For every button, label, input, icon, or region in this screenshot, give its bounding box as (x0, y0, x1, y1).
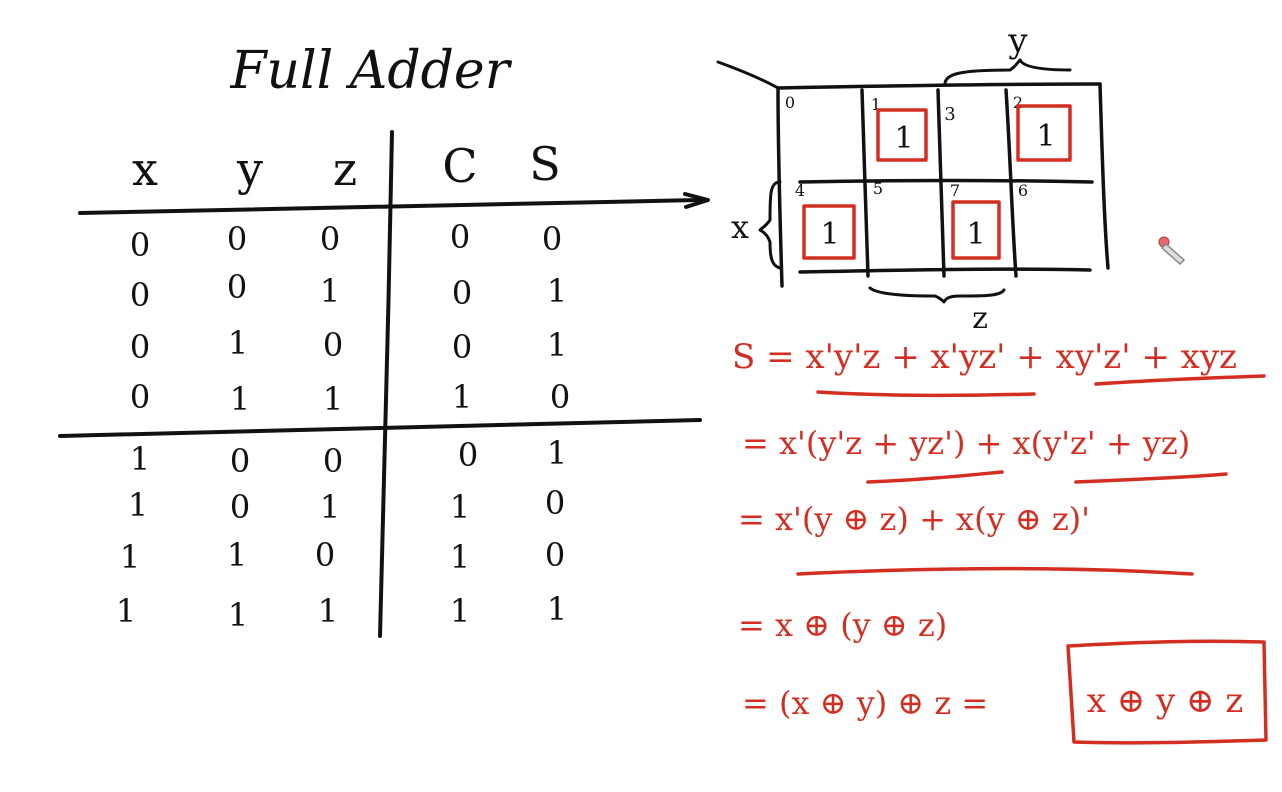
table-cell: 0 (230, 442, 250, 480)
table-cell: 0 (542, 220, 562, 258)
table-cell: 1 (320, 272, 340, 310)
table-cell: 1 (320, 488, 340, 526)
equation-line-5: = (x ⊕ y) ⊕ z = (742, 684, 988, 722)
equation-line-3: = x'(y ⊕ z) + x(y ⊕ z)' (738, 500, 1090, 538)
table-cell: 0 (320, 220, 340, 258)
header-x: x (132, 142, 158, 196)
equation-line-2: = x'(y'z + yz') + x(y'z' + yz) (742, 424, 1190, 462)
table-cell: 0 (452, 274, 472, 312)
kmap-index: 0 (785, 93, 795, 112)
kmap-label-z: z (972, 301, 988, 336)
header-y: y (236, 142, 263, 196)
kmap-index: 2 (1013, 93, 1023, 112)
table-cell: 1 (130, 440, 150, 478)
table-cell: 1 (450, 538, 470, 576)
truth-table-body: 0 0 0 0 0 0 0 1 0 1 0 1 0 0 1 0 1 1 1 0 … (116, 218, 570, 634)
table-cell: 0 (130, 276, 150, 314)
table-cell: 0 (550, 378, 570, 416)
table-cell: 1 (120, 538, 140, 576)
table-cell: 1 (547, 272, 567, 310)
table-cell: 0 (450, 218, 470, 256)
kmap-label-y: y (1007, 21, 1028, 61)
final-answer: x ⊕ y ⊕ z (1087, 681, 1244, 721)
kmap-cell-value: 1 (820, 217, 839, 252)
kmap: y x z 0 1 3 2 4 5 7 6 1 1 1 1 (716, 21, 1110, 336)
table-cell: 1 (228, 324, 248, 362)
table-cell: 1 (450, 592, 470, 630)
kmap-index: 1 (871, 95, 881, 114)
table-cell: 1 (547, 326, 567, 364)
kmap-index: 3 (944, 104, 955, 125)
equation-line-1: S = x'y'z + x'yz' + xy'z' + xyz (732, 337, 1237, 377)
kmap-index: 5 (873, 179, 883, 198)
table-cell: 1 (230, 380, 250, 418)
kmap-index: 6 (1018, 181, 1028, 200)
table-cell: 1 (450, 488, 470, 526)
table-cell: 1 (452, 378, 472, 416)
kmap-index: 7 (950, 181, 960, 200)
truth-table-grid (58, 130, 710, 638)
table-cell: 0 (458, 436, 478, 474)
table-cell: 1 (116, 592, 136, 630)
table-cell: 0 (323, 326, 343, 364)
header-s: S (529, 137, 561, 191)
table-cell: 0 (130, 378, 150, 416)
table-cell: 1 (323, 380, 343, 418)
table-cell: 1 (547, 590, 567, 628)
table-cell: 0 (323, 442, 343, 480)
table-cell: 0 (452, 328, 472, 366)
table-cell: 0 (227, 268, 247, 306)
truth-table-headers: x y z C S (132, 137, 561, 196)
table-cell: 1 (547, 434, 567, 472)
table-cell: 0 (130, 226, 150, 264)
kmap-cell-value: 1 (1036, 119, 1055, 154)
table-cell: 0 (545, 484, 565, 522)
pen-cursor-icon (1158, 236, 1186, 266)
kmap-label-x: x (731, 208, 749, 246)
header-z: z (333, 142, 357, 196)
table-cell: 1 (227, 536, 247, 574)
kmap-index: 4 (795, 181, 805, 200)
table-cell: 0 (227, 220, 247, 258)
table-cell: 1 (228, 596, 248, 634)
table-cell: 1 (128, 486, 148, 524)
page-title: Full Adder (229, 41, 512, 101)
table-cell: 0 (230, 488, 250, 526)
derivation: S = x'y'z + x'yz' + xy'z' + xyz = x'(y'z… (732, 337, 1268, 745)
table-cell: 0 (130, 328, 150, 366)
table-cell: 0 (315, 536, 335, 574)
table-cell: 1 (318, 592, 338, 630)
kmap-cell-value: 1 (894, 121, 913, 156)
table-cell: 0 (545, 536, 565, 574)
kmap-cell-value: 1 (966, 217, 985, 252)
equation-line-4: = x ⊕ (y ⊕ z) (738, 606, 947, 644)
header-c: C (442, 139, 477, 193)
